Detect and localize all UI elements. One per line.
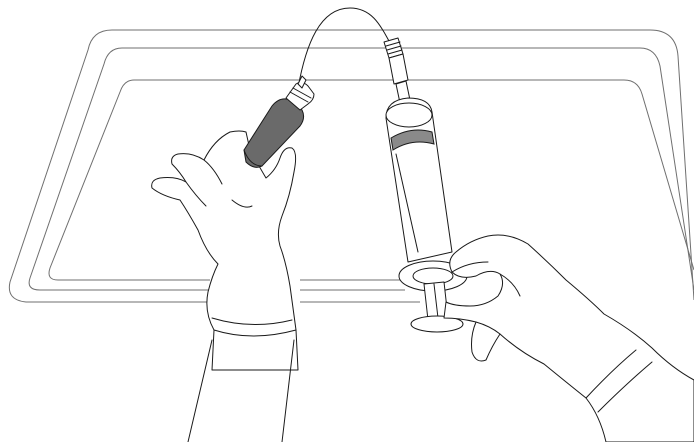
gloved-hand-right-icon — [444, 235, 694, 442]
syringe-icon — [384, 38, 467, 332]
tray-icon — [9, 30, 694, 302]
gloved-hand-left-icon — [152, 131, 298, 442]
adapter-icon — [244, 76, 314, 167]
